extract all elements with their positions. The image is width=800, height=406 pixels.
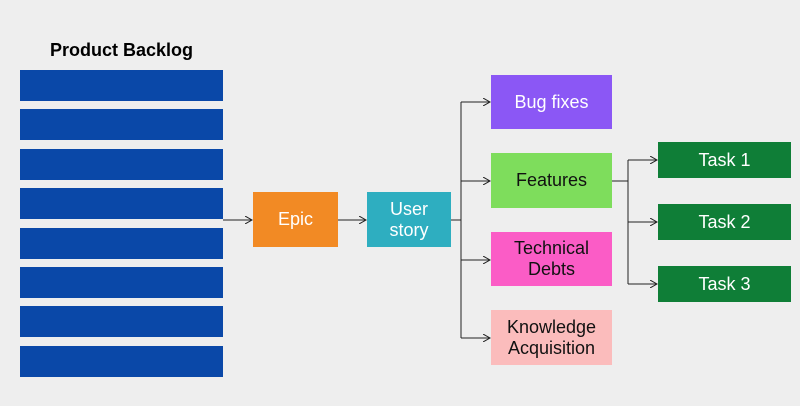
node-bug-fixes: Bug fixes bbox=[491, 75, 612, 129]
node-technical-debts: Technical Debts bbox=[491, 232, 612, 286]
node-user-story: User story bbox=[367, 192, 451, 247]
node-knowledge-acquisition: Knowledge Acquisition bbox=[491, 310, 612, 365]
node-features: Features bbox=[491, 153, 612, 208]
backlog-item bbox=[20, 188, 223, 219]
node-task-3: Task 3 bbox=[658, 266, 791, 302]
backlog-item bbox=[20, 109, 223, 140]
backlog-item bbox=[20, 306, 223, 337]
backlog-item bbox=[20, 267, 223, 298]
node-task-2: Task 2 bbox=[658, 204, 791, 240]
backlog-item bbox=[20, 346, 223, 377]
edge-features-fanout bbox=[612, 160, 657, 284]
edge-user-story-fanout bbox=[451, 102, 490, 338]
backlog-item bbox=[20, 149, 223, 180]
backlog-item bbox=[20, 70, 223, 101]
product-backlog-title: Product Backlog bbox=[49, 40, 194, 60]
backlog-item bbox=[20, 228, 223, 259]
node-epic: Epic bbox=[253, 192, 338, 247]
node-task-1: Task 1 bbox=[658, 142, 791, 178]
